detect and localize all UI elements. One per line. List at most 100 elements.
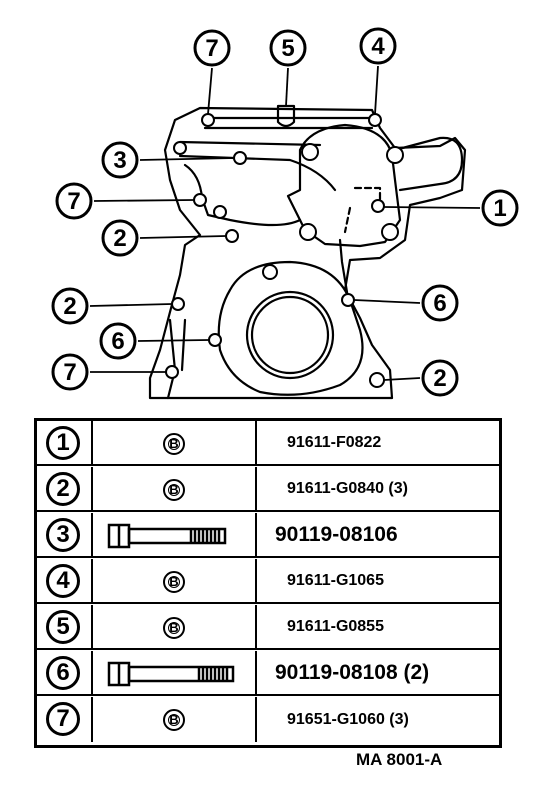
symbol-cell xyxy=(93,651,257,694)
symbol-cell: B xyxy=(93,605,257,648)
item-number-cell: 1 xyxy=(37,421,93,464)
pump-boss xyxy=(381,223,399,241)
callout-circle xyxy=(51,353,89,391)
crank-housing xyxy=(217,260,364,396)
pump-boss xyxy=(386,146,404,164)
bolt-hole xyxy=(371,199,385,213)
symbol-cell: B xyxy=(93,421,257,464)
callout-circle xyxy=(99,322,137,360)
callout-label: 7 xyxy=(63,359,76,386)
bolt-icon xyxy=(107,661,235,687)
symbol-cell: B xyxy=(93,559,257,602)
pump-boss xyxy=(301,143,319,161)
callout-label: 2 xyxy=(433,365,446,392)
callout-label: 4 xyxy=(371,33,385,60)
b-mark: B xyxy=(163,433,185,455)
symbol-cell: B xyxy=(93,697,257,742)
part-number-cell: 91611-G0855 xyxy=(257,605,499,648)
bolt-hole xyxy=(368,113,382,127)
item-number: 5 xyxy=(46,610,80,644)
callout-label: 2 xyxy=(113,225,126,252)
bolt-hole xyxy=(208,333,222,347)
item-number-cell: 5 xyxy=(37,605,93,648)
item-number-cell: 4 xyxy=(37,559,93,602)
callout-label: 1 xyxy=(493,195,506,222)
part-number-cell: 91611-G1065 xyxy=(257,559,499,602)
part-number-cell: 91651-G1060 (3) xyxy=(257,697,499,742)
item-number: 6 xyxy=(46,656,80,690)
bolt-hole xyxy=(171,297,185,311)
item-number-cell: 3 xyxy=(37,513,93,556)
callout-circle xyxy=(421,359,459,397)
b-mark: B xyxy=(163,479,185,501)
callout-circle xyxy=(269,29,307,67)
table-row: 6 90119-08108 (2) xyxy=(37,651,499,696)
part-number-cell: 91611-G0840 (3) xyxy=(257,467,499,510)
table-row: 2 B 91611-G0840 (3) xyxy=(37,467,499,512)
callout-circle xyxy=(101,141,139,179)
table-row: 7 B 91651-G1060 (3) xyxy=(37,697,499,742)
item-number-cell: 7 xyxy=(37,697,93,742)
bolt-hole xyxy=(341,293,355,307)
item-number: 4 xyxy=(46,564,80,598)
bolt-hole xyxy=(165,365,179,379)
figure-code: MA 8001-A xyxy=(356,750,443,769)
item-number: 1 xyxy=(46,426,80,460)
bolt-hole xyxy=(233,151,247,165)
callout-label: 7 xyxy=(67,188,80,215)
pump-boss xyxy=(262,264,278,280)
part-number-cell: 91611-F0822 xyxy=(257,421,499,464)
callout-circle xyxy=(481,189,519,227)
item-number: 2 xyxy=(46,472,80,506)
part-number: 91651-G1060 (3) xyxy=(287,710,409,728)
item-number-cell: 2 xyxy=(37,467,93,510)
pump-mounting xyxy=(338,238,350,300)
bolt-hole xyxy=(369,372,385,388)
callout-label: 3 xyxy=(113,147,126,174)
water-pump-body xyxy=(286,123,402,248)
bolt-icon xyxy=(107,523,227,549)
bolt-hole xyxy=(193,193,207,207)
callout-label: 7 xyxy=(205,35,218,62)
part-number: 90119-08108 (2) xyxy=(275,660,430,684)
pump-boss xyxy=(213,205,227,219)
crank-seal-inner xyxy=(250,295,330,375)
part-number: 91611-G0840 (3) xyxy=(287,479,408,497)
top-slot xyxy=(276,104,296,128)
part-number: 91611-G0855 xyxy=(287,617,384,635)
callout-label: 5 xyxy=(281,35,294,62)
crank-seal-outer xyxy=(245,290,335,380)
callout-circle xyxy=(101,219,139,257)
b-mark: B xyxy=(163,709,185,731)
item-number: 3 xyxy=(46,518,80,552)
table-row: 4 B 91611-G1065 xyxy=(37,559,499,604)
water-outlet-pipe xyxy=(393,136,464,192)
callout-circle xyxy=(421,284,459,322)
upper-rib xyxy=(178,140,337,192)
b-mark: B xyxy=(163,617,185,639)
parts-table: 1 B 91611-F0822 2 B 91611-G0840 (3) 3 90… xyxy=(34,418,502,748)
callout-label: 2 xyxy=(63,293,76,320)
symbol-cell: B xyxy=(93,467,257,510)
top-rail xyxy=(203,116,374,130)
part-number: 91611-G1065 xyxy=(287,571,384,589)
callout-circle xyxy=(193,29,231,67)
table-row: 3 90119-08106 xyxy=(37,513,499,558)
callout-circle xyxy=(51,287,89,325)
part-number: 90119-08106 xyxy=(275,522,398,546)
table-row: 5 B 91611-G0855 xyxy=(37,605,499,650)
part-number: 91611-F0822 xyxy=(287,433,382,451)
item-number-cell: 6 xyxy=(37,651,93,694)
pump-boss xyxy=(299,223,317,241)
pump-boss xyxy=(173,141,187,155)
callout-label: 6 xyxy=(433,290,446,317)
callout-circle xyxy=(55,182,93,220)
table-row: 1 B 91611-F0822 xyxy=(37,421,499,466)
part-number-cell: 90119-08106 xyxy=(257,513,499,556)
b-mark: B xyxy=(163,571,185,593)
callout-circle xyxy=(359,27,397,65)
symbol-cell xyxy=(93,513,257,556)
bolt-hole xyxy=(225,229,239,243)
lower-left-rib xyxy=(166,318,187,400)
